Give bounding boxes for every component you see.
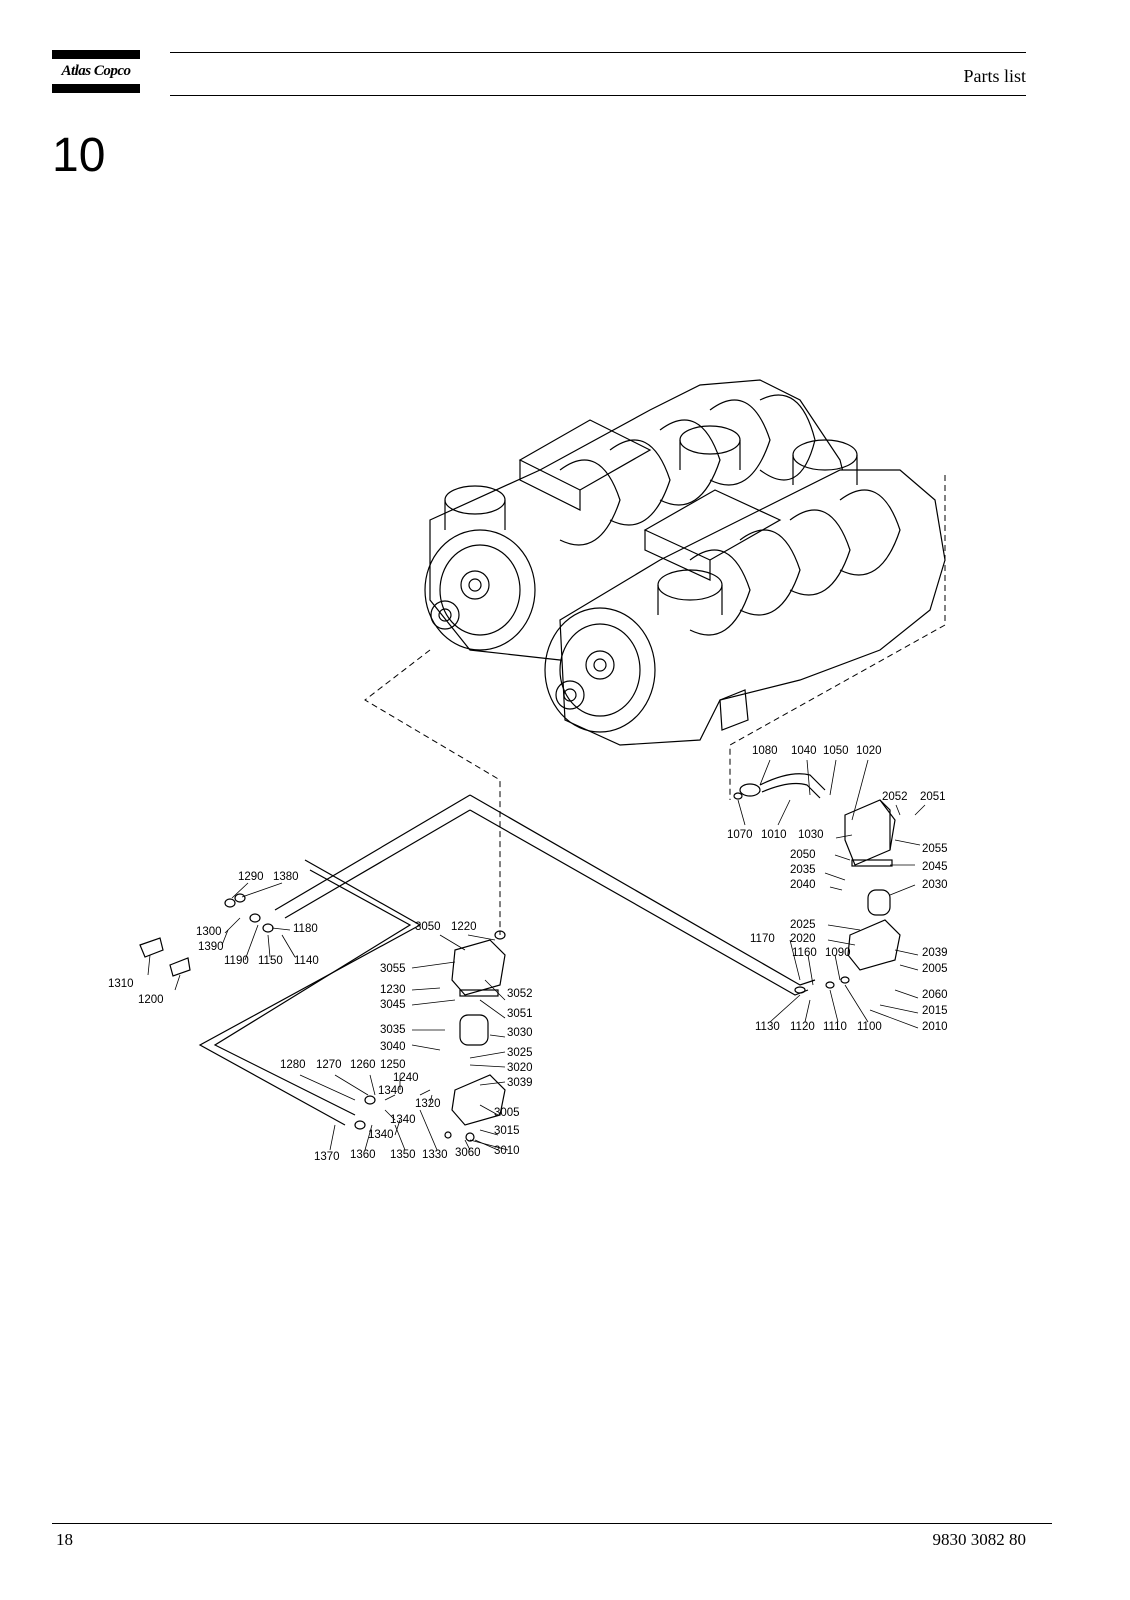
- callout-1270: 1270: [316, 1059, 342, 1071]
- callout-1280: 1280: [280, 1059, 306, 1071]
- callout-1070: 1070: [727, 829, 753, 841]
- callout-1160: 1160: [792, 947, 817, 959]
- callout-3010: 3010: [494, 1145, 520, 1157]
- callout-1140: 1140: [294, 955, 319, 967]
- callout-1190: 1190: [224, 955, 249, 967]
- callout-1260: 1260: [350, 1059, 376, 1071]
- callout-3051: 3051: [507, 1008, 533, 1020]
- callout-3039: 3039: [507, 1077, 533, 1089]
- callout-1300: 1300: [196, 926, 222, 938]
- callout-1340-lower: 1340: [368, 1129, 394, 1141]
- callout-1390: 1390: [198, 941, 224, 953]
- callout-1320: 1320: [415, 1098, 441, 1110]
- callout-3030: 3030: [507, 1027, 533, 1039]
- callout-1100: 1100: [857, 1021, 882, 1033]
- callout-1230: 1230: [380, 984, 406, 996]
- callout-3025: 3025: [507, 1047, 533, 1059]
- callout-3015: 3015: [494, 1125, 520, 1137]
- section-number: 10: [52, 129, 106, 182]
- callout-1290: 1290: [238, 871, 264, 883]
- left-fittings: [139, 893, 274, 977]
- company-logo: Atlas Copco: [52, 50, 140, 94]
- callout-1040: 1040: [791, 745, 817, 757]
- oil-pipes-drawing: [198, 794, 816, 1126]
- callout-1310: 1310: [108, 978, 134, 990]
- callout-2050: 2050: [790, 849, 816, 861]
- callout-3055: 3055: [380, 963, 406, 975]
- callout-2060: 2060: [922, 989, 948, 1001]
- callout-1130: 1130: [755, 1021, 780, 1033]
- callout-1350: 1350: [390, 1149, 416, 1161]
- callout-2015: 2015: [922, 1005, 948, 1017]
- callout-1340-middle: 1340: [390, 1114, 416, 1126]
- callout-1200: 1200: [138, 994, 164, 1006]
- callout-3060: 3060: [455, 1147, 481, 1159]
- callout-1360: 1360: [350, 1149, 376, 1161]
- callout-1170: 1170: [750, 933, 775, 945]
- callout-3052: 3052: [507, 988, 533, 1000]
- logo-text: Atlas Copco: [61, 63, 131, 79]
- page-number: 18: [56, 1530, 73, 1549]
- logo-bar-top: [52, 50, 140, 59]
- callout-2035: 2035: [790, 864, 816, 876]
- callout-3035: 3035: [380, 1024, 406, 1036]
- header-title: Parts list: [963, 66, 1026, 86]
- callout-1340-upper: 1340: [378, 1085, 404, 1097]
- footer-rule: [52, 1523, 1052, 1524]
- callout-2051: 2051: [920, 791, 946, 803]
- logo-bar-bottom: [52, 84, 140, 93]
- callout-leader-lines: [147, 759, 926, 1151]
- callout-1050: 1050: [823, 745, 849, 757]
- callout-2055: 2055: [922, 843, 948, 855]
- header-rule-bottom: [170, 95, 1026, 96]
- upper-right-fittings: [733, 773, 901, 994]
- callout-1330: 1330: [422, 1149, 448, 1161]
- callout-1220: 1220: [451, 921, 477, 933]
- callout-1250: 1250: [380, 1059, 406, 1071]
- callout-2040: 2040: [790, 879, 816, 891]
- callout-1110: 1110: [823, 1021, 847, 1033]
- callout-3020: 3020: [507, 1062, 533, 1074]
- callout-2025: 2025: [790, 919, 816, 931]
- callout-labels: 1080 1040 1050 1020 2052 2051 1070 1010 …: [108, 745, 948, 1163]
- callout-2005: 2005: [922, 963, 948, 975]
- callout-1020: 1020: [856, 745, 882, 757]
- compressor-assembly-drawing: [424, 379, 946, 746]
- dashed-reference-lines: [364, 475, 946, 935]
- header-rule-top: [170, 52, 1026, 53]
- callout-1370: 1370: [314, 1151, 340, 1163]
- callout-2010: 2010: [922, 1021, 948, 1033]
- callout-3050: 3050: [415, 921, 441, 933]
- callout-1030: 1030: [798, 829, 824, 841]
- callout-3045: 3045: [380, 999, 406, 1011]
- callout-3005: 3005: [494, 1107, 520, 1119]
- callout-1180: 1180: [293, 923, 318, 935]
- callout-1090: 1090: [825, 947, 851, 959]
- callout-1010: 1010: [761, 829, 787, 841]
- callout-2052: 2052: [882, 791, 908, 803]
- callout-3040: 3040: [380, 1041, 406, 1053]
- callout-1380: 1380: [273, 871, 299, 883]
- callout-2030: 2030: [922, 879, 948, 891]
- callout-1150: 1150: [258, 955, 283, 967]
- callout-1240: 1240: [393, 1072, 419, 1084]
- callout-2039: 2039: [922, 947, 948, 959]
- callout-1120: 1120: [790, 1021, 815, 1033]
- callout-2020: 2020: [790, 933, 816, 945]
- document-number: 9830 3082 80: [932, 1530, 1027, 1549]
- callout-1080: 1080: [752, 745, 778, 757]
- callout-2045: 2045: [922, 861, 948, 873]
